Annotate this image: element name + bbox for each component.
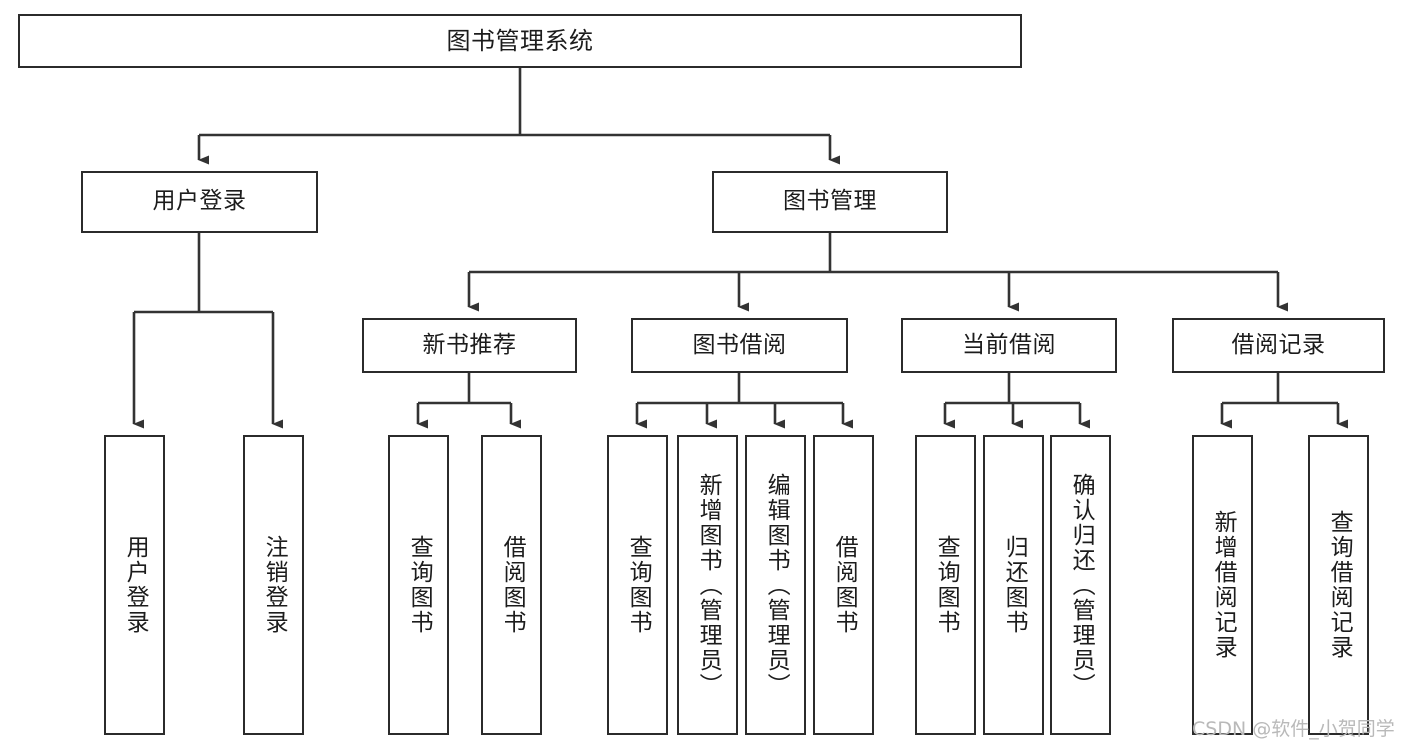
node-user-login-label: 用户登录 xyxy=(152,188,247,215)
node-borrow-record[interactable]: 借阅记录 xyxy=(1172,318,1385,373)
node-new-book-rec[interactable]: 新书推荐 xyxy=(362,318,577,373)
node-borrow-record-label: 借阅记录 xyxy=(1231,331,1326,358)
node-current-borrow[interactable]: 当前借阅 xyxy=(901,318,1117,373)
node-leaf-query-book-rec-label: 查询图书 xyxy=(406,535,433,635)
node-book-borrow-label: 图书借阅 xyxy=(692,331,787,358)
node-leaf-add-book-admin-label: 新增图书（管理员） xyxy=(695,472,722,698)
node-leaf-user-login-label: 用户登录 xyxy=(122,535,149,635)
node-root-label: 图书管理系统 xyxy=(446,26,594,55)
node-leaf-query-book-borrow-label: 查询图书 xyxy=(625,535,652,635)
node-leaf-edit-book-admin-label: 编辑图书（管理员） xyxy=(763,472,790,698)
node-root[interactable]: 图书管理系统 xyxy=(18,14,1022,68)
node-leaf-add-borrow-record-label: 新增借阅记录 xyxy=(1210,510,1237,660)
node-leaf-query-borrow-record[interactable]: 查询借阅记录 xyxy=(1308,435,1369,735)
node-leaf-query-book-borrow[interactable]: 查询图书 xyxy=(607,435,668,735)
node-leaf-borrow-book-label: 借阅图书 xyxy=(831,535,858,635)
node-leaf-edit-book-admin[interactable]: 编辑图书（管理员） xyxy=(745,435,806,735)
node-leaf-query-book-current[interactable]: 查询图书 xyxy=(915,435,976,735)
node-leaf-borrow-book[interactable]: 借阅图书 xyxy=(813,435,874,735)
node-current-borrow-label: 当前借阅 xyxy=(962,331,1056,358)
node-book-manage-label: 图书管理 xyxy=(783,188,877,215)
node-leaf-borrow-book-rec[interactable]: 借阅图书 xyxy=(481,435,542,735)
node-leaf-query-book-rec[interactable]: 查询图书 xyxy=(388,435,449,735)
node-book-borrow[interactable]: 图书借阅 xyxy=(631,318,848,373)
node-book-manage[interactable]: 图书管理 xyxy=(712,171,948,233)
node-leaf-logout-label: 注销登录 xyxy=(261,535,288,635)
node-leaf-return-book[interactable]: 归还图书 xyxy=(983,435,1044,735)
node-leaf-confirm-return-admin[interactable]: 确认归还（管理员） xyxy=(1050,435,1111,735)
node-leaf-return-book-label: 归还图书 xyxy=(1001,535,1028,635)
node-leaf-user-login[interactable]: 用户登录 xyxy=(104,435,165,735)
node-leaf-query-borrow-record-label: 查询借阅记录 xyxy=(1326,510,1353,660)
node-leaf-query-book-current-label: 查询图书 xyxy=(933,535,960,635)
node-leaf-add-book-admin[interactable]: 新增图书（管理员） xyxy=(677,435,738,735)
node-leaf-add-borrow-record[interactable]: 新增借阅记录 xyxy=(1192,435,1253,735)
node-leaf-borrow-book-rec-label: 借阅图书 xyxy=(499,535,526,635)
node-leaf-confirm-return-admin-label: 确认归还（管理员） xyxy=(1068,472,1095,698)
watermark-text: CSDN @软件_小贺同学 xyxy=(1192,718,1395,740)
node-user-login[interactable]: 用户登录 xyxy=(81,171,318,233)
node-new-book-rec-label: 新书推荐 xyxy=(422,331,517,358)
node-leaf-logout[interactable]: 注销登录 xyxy=(243,435,304,735)
